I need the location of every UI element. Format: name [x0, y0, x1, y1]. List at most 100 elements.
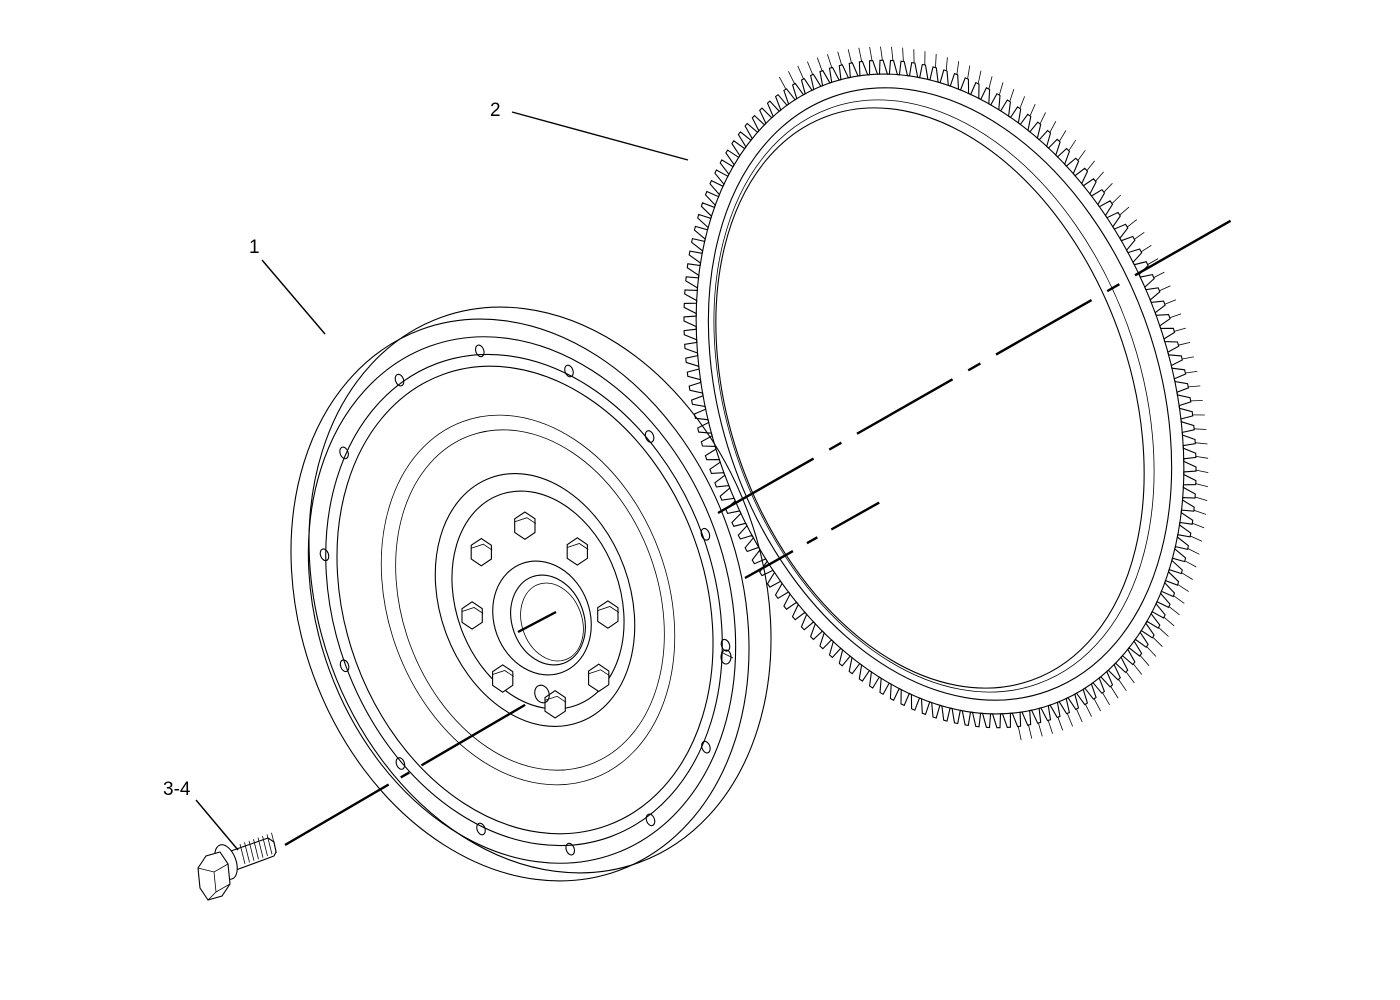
ring-gear-tooth-face [1038, 722, 1043, 737]
ring-gear-tooth-face [807, 61, 814, 75]
ring-gear-tooth-face [1066, 713, 1073, 727]
callout-bolt: 3-4 [163, 779, 239, 851]
ring-gear-inner-edge [713, 99, 1155, 693]
ring-gear-tooth-face [1119, 206, 1130, 216]
ring-gear-tooth-face [1184, 560, 1197, 568]
ring-gear-tooth-face [988, 76, 993, 90]
ring-gear-tooth-face [1195, 469, 1209, 473]
flywheel-outer-edge-front [290, 318, 750, 882]
callout-label-ring-gear: 2 [490, 100, 501, 121]
ring-gear-tooth-face [1163, 616, 1175, 627]
flywheel-center-bore-inner [510, 574, 586, 666]
flywheel-mounting-hole [645, 813, 656, 827]
ring-gear-tooth-face [869, 46, 873, 61]
ring-gear-tooth-face [827, 54, 833, 68]
ring-gear-tooth-face [1147, 258, 1159, 265]
ring-gear-tooth-face [1019, 96, 1025, 109]
bolt-thread-line [266, 834, 273, 855]
ring-gear-tooth-face [837, 51, 842, 66]
hub-bolt [514, 511, 537, 540]
ring-gear-tooth-face [847, 49, 852, 64]
ring-gear-tooth-face [1140, 244, 1152, 253]
flange-bolt-head-facets [197, 863, 231, 901]
ring-gear-tooth-face [1111, 194, 1122, 204]
centerline-lower [744, 499, 883, 580]
ring-gear-tooth-face [967, 65, 971, 79]
flywheel-mounting-hole [476, 822, 486, 836]
ring-gear-tooth-face [1102, 692, 1110, 706]
hub-bolt-facet [567, 543, 589, 550]
ring-gear-tooth-face [1195, 483, 1208, 488]
ring-gear-tooth-face [1095, 171, 1104, 182]
flywheel-mounting-hole [700, 527, 711, 541]
ring-gear-tooth-face [816, 57, 823, 71]
ring-gear-tooth-face [1057, 717, 1064, 731]
ring-gear-tooth-face [1152, 636, 1163, 647]
ring-gear-tooth-face [858, 47, 863, 62]
centerline-bolt [284, 700, 531, 847]
ring-gear-tooth-face [1139, 655, 1150, 667]
flywheel-mounting-hole [474, 344, 485, 358]
ring-gear-tooth-face [1126, 219, 1138, 228]
flywheel-dowel-hole [534, 684, 550, 704]
hub-bolt-facet [588, 669, 610, 677]
leader-bolt [195, 799, 239, 851]
ring-gear-tooth-face [1174, 327, 1186, 332]
flywheel-center-bore-outer [492, 560, 592, 676]
ring-gear-tooth-face [1110, 686, 1119, 699]
hub-bolt-facet [461, 607, 484, 614]
flywheel-mounting-hole [565, 842, 576, 856]
flywheel-mounting-hole [395, 757, 406, 770]
flywheel-mounting-hole [339, 659, 350, 673]
ring-gear-tooth-face [1068, 139, 1077, 151]
ring-gear-tooth-face [1028, 724, 1033, 739]
ring-gear-tooth-face [788, 71, 795, 84]
ring-gear-tooth-face [1047, 720, 1053, 734]
hub-bolt [492, 664, 514, 693]
flywheel-bolt-circle-face [336, 365, 714, 835]
flywheel-mounting-holes [319, 344, 731, 856]
ring-gear-tooth-face [1017, 726, 1022, 741]
hub-bolt [566, 537, 589, 566]
ring-gear-tooth-face [945, 57, 948, 71]
ring-gear-tooth-face [1153, 271, 1165, 278]
hub-bolt-facet [597, 606, 620, 613]
ring-gear-tooth-face [1194, 428, 1207, 430]
hub-bolt-head [566, 537, 588, 566]
ring-gear-tooth-face [1193, 509, 1207, 515]
flywheel [290, 306, 772, 882]
ring-gear-tooth-face [1009, 88, 1015, 102]
ring-gear-tooth-face [1085, 704, 1092, 717]
hub-bolt [461, 601, 484, 630]
hub-bolt-head [461, 601, 483, 630]
flywheel-mounting-hole [319, 548, 330, 562]
ring-gear-inner-bore [715, 107, 1145, 689]
ring-gear-tooth-face [1173, 595, 1185, 604]
ring-gear-tooth-face [1076, 708, 1083, 723]
ring-gear-tooth-face [1118, 679, 1127, 692]
flywheel-hub-bolts [461, 511, 620, 719]
assembly-centerlines [284, 218, 1233, 847]
ring-gear-tooth-face [1169, 313, 1182, 319]
ring-gear-tooth-face [1029, 104, 1036, 117]
flywheel-hub-outer [434, 473, 636, 727]
ring-gear-tooth-face [1093, 698, 1102, 712]
callout-flywheel: 1 [249, 237, 326, 335]
ring-gear-tooth-face [1177, 584, 1189, 592]
ring-gear-tooth-face [1187, 548, 1200, 555]
ring-gear-root-circle [707, 87, 1173, 701]
flywheel-outer-edge-back [308, 306, 772, 874]
ring-gear-tooth-face [1195, 442, 1208, 445]
flywheel-inner-recess-2 [395, 429, 665, 771]
ring-gear-tooth-face [935, 53, 937, 68]
hub-bolt [470, 537, 493, 567]
flywheel-mounting-hole [701, 740, 711, 754]
ring-gear-tooth-face [902, 47, 904, 62]
callout-ring-gear: 2 [490, 100, 689, 161]
callout-label-flywheel: 1 [249, 237, 260, 258]
hub-bolt-head [588, 663, 610, 693]
ring-gear-tooth-face [1192, 522, 1205, 529]
ring-gear-tooth-face [891, 46, 894, 61]
ring-gear-tooth-face [1049, 121, 1057, 133]
ring-gear-tooth-face [956, 61, 960, 75]
